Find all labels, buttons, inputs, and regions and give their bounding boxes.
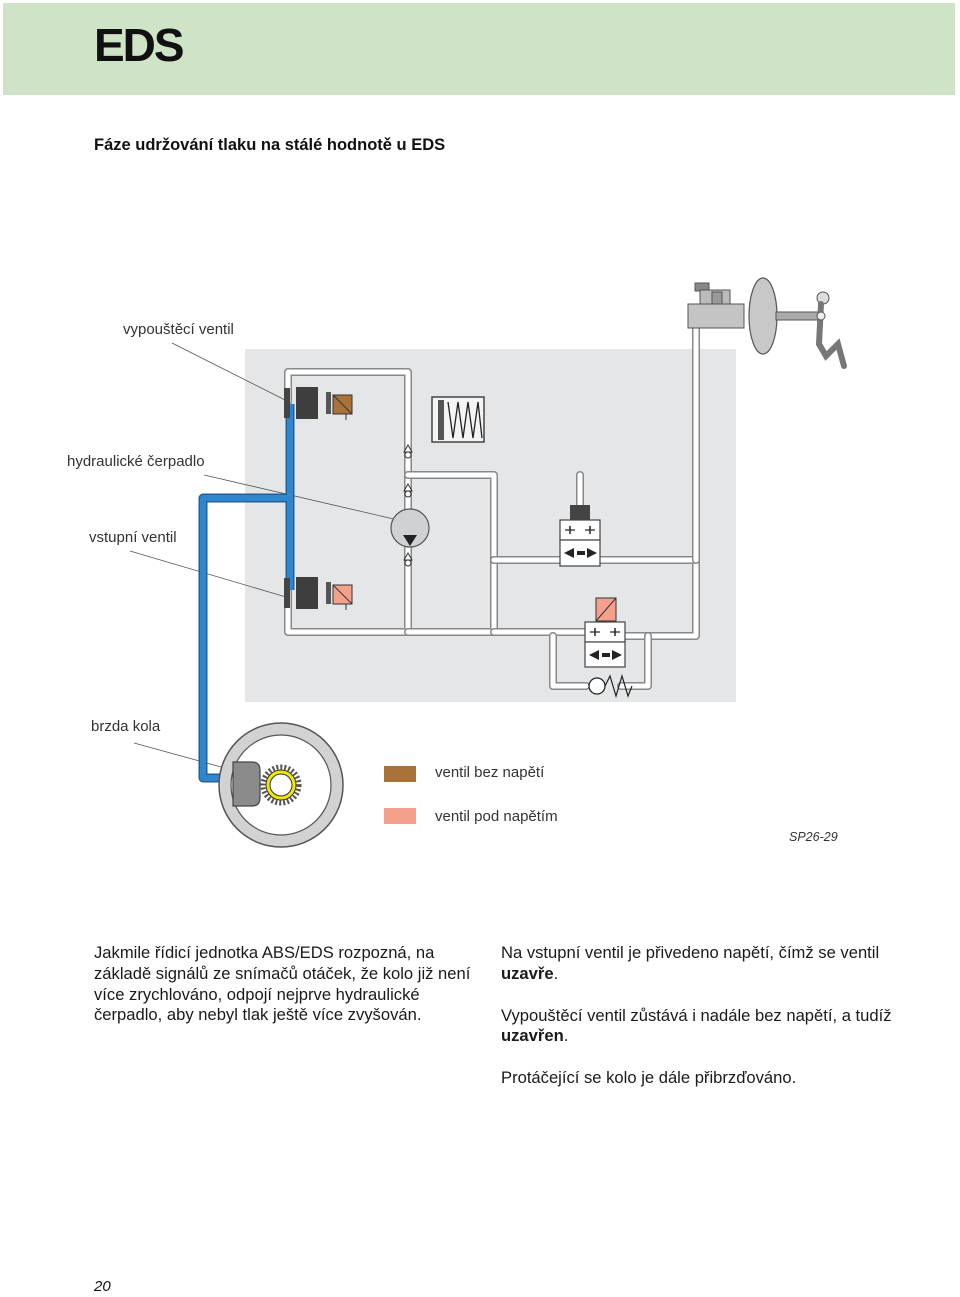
figure-id: SP26-29 xyxy=(789,830,838,844)
legend-swatch-powered xyxy=(384,808,416,824)
callout-hydraulic-pump: hydraulické čerpadlo xyxy=(67,453,205,470)
callout-lines xyxy=(129,342,412,774)
text-column-right: Na vstupní ventil je přivedeno napětí, č… xyxy=(501,943,896,1110)
paragraph-wheel: Protáčející se kolo je dále přibrzďováno… xyxy=(501,1068,797,1088)
hydraulic-diagram xyxy=(129,277,847,848)
master-cylinder-booster xyxy=(687,277,847,369)
text-column-left: Jakmile řídicí jednotka ABS/EDS rozpozná… xyxy=(94,943,489,1047)
legend-label-powered: ventil pod napětím xyxy=(435,808,558,825)
paragraph: Jakmile řídicí jednotka ABS/EDS rozpozná… xyxy=(94,943,471,1025)
callout-inlet-valve: vstupní ventil xyxy=(89,529,177,546)
legend-label-unpowered: ventil bez napětí xyxy=(435,764,545,781)
outlet-valve-upper xyxy=(284,387,353,420)
page-number: 20 xyxy=(94,1278,111,1295)
callout-outlet-valve: vypouštěcí ventil xyxy=(123,321,234,338)
page-title: EDS xyxy=(94,19,185,71)
check-valves xyxy=(403,443,413,567)
paragraph-outlet-valve: Vypouštěcí ventil zůstává i nadále bez n… xyxy=(501,1005,892,1046)
hydraulic-pump xyxy=(390,508,430,548)
figure-subtitle: Fáze udržování tlaku na stálé hodnotě u … xyxy=(94,136,446,154)
low-pressure-accumulator xyxy=(431,396,485,443)
switching-valve xyxy=(559,505,601,567)
callout-wheel-brake: brzda kola xyxy=(91,718,161,735)
legend-swatch-unpowered xyxy=(384,766,416,782)
paragraph-inlet-valve: Na vstupní ventil je přivedeno napětí, č… xyxy=(501,943,880,983)
inlet-valve-lower xyxy=(284,577,353,610)
high-pressure-valve xyxy=(584,597,633,699)
header-band xyxy=(3,3,955,95)
wheel-brake xyxy=(218,722,344,848)
brake-lines xyxy=(284,318,700,690)
